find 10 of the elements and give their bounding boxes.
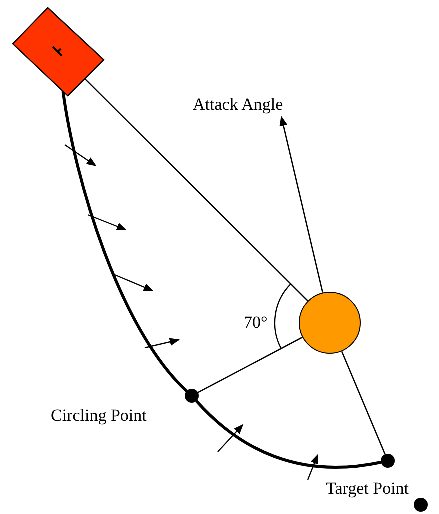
trajectory-curve: [62, 91, 188, 392]
point-label: Circling Point: [51, 406, 147, 426]
angle-label: 70°: [244, 313, 268, 333]
line: [198, 336, 303, 394]
line: [84, 78, 308, 302]
point-label: Target Point: [326, 479, 410, 499]
arrow-label: Attack Angle: [193, 95, 284, 115]
arrow: [280, 116, 324, 293]
trajectory-curve: [196, 400, 382, 469]
line: [341, 351, 386, 455]
